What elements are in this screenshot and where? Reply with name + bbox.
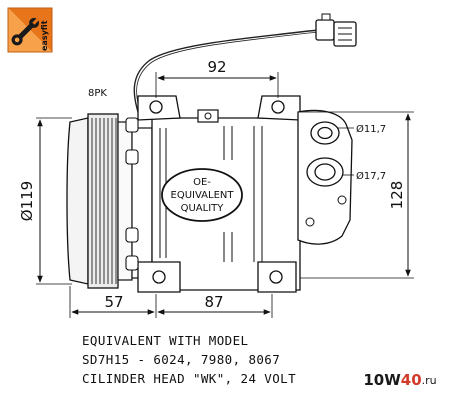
dim-left-offset-label: 57 bbox=[104, 293, 123, 311]
brand-badge-text: easyfit bbox=[40, 20, 49, 51]
belt-label: 8PK bbox=[88, 88, 107, 99]
discharge-port bbox=[306, 157, 344, 187]
side-bosses bbox=[125, 117, 139, 271]
bolt-hole bbox=[149, 100, 285, 284]
dim-bottom-width-label: 87 bbox=[204, 293, 223, 311]
stamp-line-3: QUALITY bbox=[181, 203, 225, 214]
dim-bottom: 57 87 bbox=[69, 286, 273, 318]
watermark-part-2: 40 bbox=[400, 371, 422, 389]
pulley-grooves bbox=[91, 118, 117, 284]
dim-height: 128 bbox=[300, 111, 414, 279]
stamp-line-2: EQUIVALENT bbox=[171, 190, 235, 201]
cylinder-head bbox=[297, 109, 353, 245]
connector-plug bbox=[315, 13, 357, 47]
suction-port bbox=[310, 121, 340, 145]
wrench-icon bbox=[11, 17, 40, 46]
dim-port-large-label: Ø17,7 bbox=[356, 170, 386, 182]
dim-pulley-diameter-label: Ø119 bbox=[18, 181, 36, 221]
caption-line-3: CILINDER HEAD "WK", 24 VOLT bbox=[82, 371, 296, 386]
dim-top-width-label: 92 bbox=[207, 58, 226, 76]
watermark-part-3: .ru bbox=[421, 373, 437, 387]
caption-line-1: EQUIVALENT WITH MODEL bbox=[82, 333, 249, 348]
stamp-line-1: OE- bbox=[193, 177, 211, 188]
caption-line-2: SD7H15 - 6024, 7980, 8067 bbox=[82, 352, 281, 367]
electrical-cable bbox=[133, 13, 357, 119]
dim-top-width: 92 bbox=[155, 58, 279, 98]
dim-port-small-label: Ø11,7 bbox=[356, 123, 386, 135]
watermark-part-1: 10W bbox=[363, 371, 401, 389]
dim-port-large: Ø17,7 bbox=[342, 170, 386, 182]
pulley bbox=[66, 113, 133, 289]
dim-height-label: 128 bbox=[388, 181, 406, 210]
oe-stamp: OE- EQUIVALENT QUALITY bbox=[161, 168, 243, 222]
easyfit-logo: easyfit bbox=[7, 7, 53, 53]
dim-pulley-diameter: Ø119 bbox=[18, 117, 72, 285]
dim-port-small: Ø11,7 bbox=[337, 123, 386, 135]
